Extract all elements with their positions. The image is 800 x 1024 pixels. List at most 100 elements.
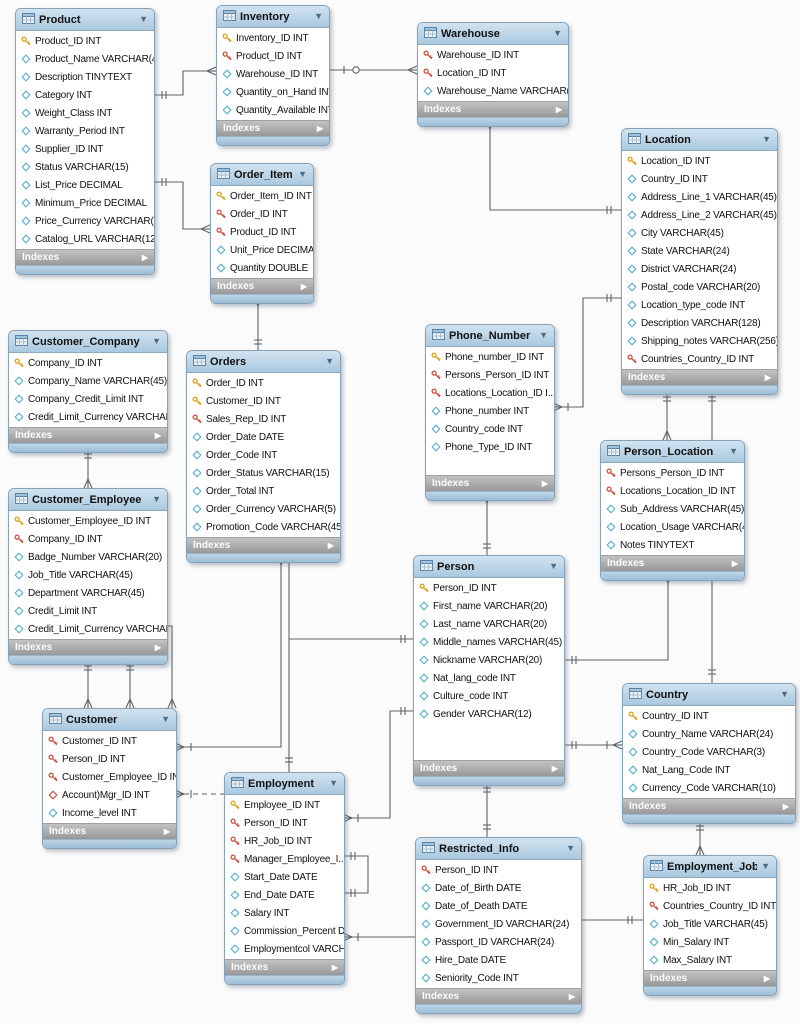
column-row[interactable]: Address_Line_1 VARCHAR(45) [622,188,777,206]
column-row[interactable]: Culture_code INT [414,687,564,705]
indexes-bar[interactable]: Indexes ▶ [225,959,344,975]
column-row[interactable]: Location_Usage VARCHAR(4... [601,518,744,536]
table-header[interactable]: Restricted_Info ▼ [416,838,581,860]
indexes-bar[interactable]: Indexes ▶ [426,475,554,491]
column-row[interactable]: Warehouse_Name VARCHAR(45) [418,82,568,100]
table-employment_jobs[interactable]: Employment_Jobs ▼ HR_Job_ID INT Countrie… [643,855,777,996]
indexes-bar[interactable]: Indexes ▶ [9,639,167,655]
column-row[interactable]: Quantity_Available INT [217,101,329,119]
table-header[interactable]: Country ▼ [623,684,795,706]
indexes-bar[interactable]: Indexes ▶ [414,760,564,776]
column-row[interactable]: Quantity DOUBLE [211,259,313,277]
column-row[interactable]: Start_Date DATE [225,868,344,886]
column-row[interactable]: Order_Item_ID INT [211,187,313,205]
table-order_item[interactable]: Order_Item ▼ Order_Item_ID INT Order_ID … [210,163,314,304]
column-row[interactable]: Countries_Country_ID INT [644,897,776,915]
table-header[interactable]: Customer_Employee ▼ [9,489,167,511]
column-row[interactable]: End_Date DATE [225,886,344,904]
relationship-warehouse-location[interactable] [485,119,621,214]
column-row[interactable]: Date_of_Death DATE [416,897,581,915]
column-row[interactable]: Quantity_on_Hand INT [217,83,329,101]
column-row[interactable]: Inventory_ID INT [217,29,329,47]
column-row[interactable]: Order_ID INT [187,374,340,392]
table-header[interactable]: Employment_Jobs ▼ [644,856,776,878]
indexes-bar[interactable]: Indexes ▶ [418,101,568,117]
indexes-bar[interactable]: Indexes ▶ [211,278,313,294]
column-row[interactable]: Description TINYTEXT [16,68,154,86]
column-row[interactable]: Manager_Employee_I... [225,850,344,868]
table-header[interactable]: Person_Location ▼ [601,441,744,463]
indexes-bar[interactable]: Indexes ▶ [601,555,744,571]
column-row[interactable]: Job_Title VARCHAR(45) [644,915,776,933]
collapse-arrow-icon[interactable]: ▼ [553,28,562,38]
column-row[interactable]: Notes TINYTEXT [601,536,744,554]
column-row[interactable]: Person_ID INT [416,861,581,879]
collapse-arrow-icon[interactable]: ▼ [314,11,323,21]
expand-indexes-icon[interactable]: ▶ [764,373,771,382]
table-header[interactable]: Product ▼ [16,9,154,31]
column-row[interactable]: Product_ID INT [16,32,154,50]
column-row[interactable]: Warehouse_ID INT [217,65,329,83]
relationship-phone-person[interactable] [482,493,492,555]
column-row[interactable]: Department VARCHAR(45) [9,584,167,602]
relationship-cust_employee-customer-1[interactable] [83,658,93,709]
column-row[interactable]: Country_ID INT [622,170,777,188]
column-row[interactable]: Hire_Date DATE [416,951,581,969]
expand-indexes-icon[interactable]: ▶ [568,992,575,1001]
table-header[interactable]: Warehouse ▼ [418,23,568,45]
table-header[interactable]: Customer ▼ [43,709,176,731]
indexes-bar[interactable]: Indexes ▶ [622,369,777,385]
relationship-person-country[interactable] [563,740,623,750]
table-phone_number[interactable]: Phone_Number ▼ Phone_number_ID INT Perso… [425,324,555,501]
collapse-arrow-icon[interactable]: ▼ [139,14,148,24]
column-row[interactable]: Seniority_Code INT [416,969,581,987]
table-country[interactable]: Country ▼ Country_ID INT Country_Name VA… [622,683,796,824]
expand-indexes-icon[interactable]: ▶ [541,479,548,488]
column-row[interactable]: Product_ID INT [211,223,313,241]
column-row[interactable]: Commission_Percent D... [225,922,344,940]
column-row[interactable]: Salary INT [225,904,344,922]
expand-indexes-icon[interactable]: ▶ [327,541,334,550]
column-row[interactable]: Persons_Person_ID INT [426,366,554,384]
column-row[interactable]: Countries_Country_ID INT [622,350,777,368]
table-warehouse[interactable]: Warehouse ▼ Warehouse_ID INT Location_ID… [417,22,569,127]
indexes-bar[interactable]: Indexes ▶ [187,537,340,553]
column-row[interactable]: Person_ID INT [43,750,176,768]
column-row[interactable]: Min_Salary INT [644,933,776,951]
relationship-cust_employee-customer-2[interactable] [125,658,135,709]
column-row[interactable]: Supplier_ID INT [16,140,154,158]
table-orders[interactable]: Orders ▼ Order_ID INT Customer_ID INT Sa… [186,350,341,563]
column-row[interactable]: Government_ID VARCHAR(24) [416,915,581,933]
column-row[interactable]: Person_ID INT [225,814,344,832]
column-row[interactable]: Phone_number INT [426,402,554,420]
column-row[interactable]: First_name VARCHAR(20) [414,597,564,615]
column-row[interactable]: Sub_Address VARCHAR(45) [601,500,744,518]
column-row[interactable]: Phone_number_ID INT [426,348,554,366]
table-location[interactable]: Location ▼ Location_ID INT Country_ID IN… [621,128,778,395]
collapse-arrow-icon[interactable]: ▼ [729,446,738,456]
expand-indexes-icon[interactable]: ▶ [555,105,562,114]
collapse-arrow-icon[interactable]: ▼ [539,330,548,340]
column-row[interactable]: Description VARCHAR(128) [622,314,777,332]
column-row[interactable]: List_Price DECIMAL [16,176,154,194]
collapse-arrow-icon[interactable]: ▼ [325,356,334,366]
column-row[interactable]: Passport_ID VARCHAR(24) [416,933,581,951]
table-header[interactable]: Customer_Company ▼ [9,331,167,353]
column-row[interactable]: Promotion_Code VARCHAR(45) [187,518,340,536]
column-row[interactable]: Customer_Employee_ID INT [9,512,167,530]
column-row[interactable]: Product_ID INT [217,47,329,65]
column-row[interactable]: Location_ID INT [622,152,777,170]
column-row[interactable]: Shipping_notes VARCHAR(256) [622,332,777,350]
table-product[interactable]: Product ▼ Product_ID INT Product_Name VA… [15,8,155,275]
relationship-employment-self[interactable] [343,852,369,897]
relationship-cust_employee-customer-3[interactable] [166,625,177,709]
table-header[interactable]: Person ▼ [414,556,564,578]
relationship-company-customer_employee[interactable] [83,446,93,489]
column-row[interactable]: Warranty_Period INT [16,122,154,140]
expand-indexes-icon[interactable]: ▶ [163,827,170,836]
column-row[interactable]: Nat_lang_code INT [414,669,564,687]
column-row[interactable]: Postal_code VARCHAR(20) [622,278,777,296]
table-header[interactable]: Location ▼ [622,129,777,151]
expand-indexes-icon[interactable]: ▶ [300,282,307,291]
column-row[interactable]: Employmentcol VARCH... [225,940,344,958]
